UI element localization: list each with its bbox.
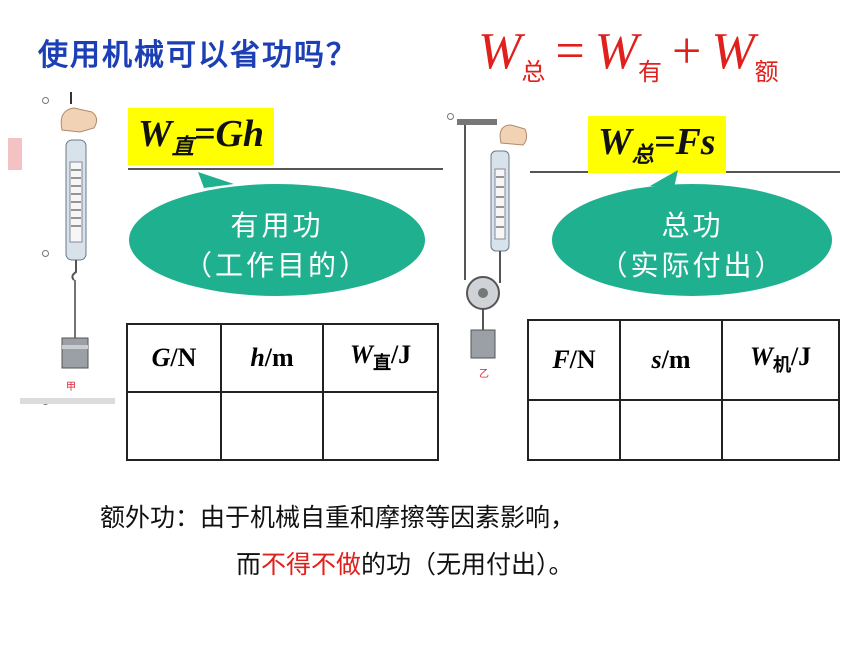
table-row <box>126 391 439 461</box>
header-cell-w-direct: W直/J <box>322 323 439 393</box>
bullet-dot <box>447 113 454 120</box>
table-cell[interactable] <box>126 391 222 461</box>
table-cell[interactable] <box>527 399 621 461</box>
extra-work-definition: 额外功：由于机械自重和摩擦等因素影响， <box>100 503 576 532</box>
header-cell-h: h/m <box>220 323 324 393</box>
header-cell-w-machine: W机/J <box>721 319 840 401</box>
useful-work-bubble <box>129 172 425 296</box>
machine-work-table: F/N s/m W机/J <box>527 319 840 461</box>
table-cell[interactable] <box>721 399 840 461</box>
extra-work-explanation: 而不得不做的功（无用付出）。 <box>236 550 574 579</box>
table-cell[interactable] <box>322 391 439 461</box>
header-cell-s: s/m <box>619 319 723 401</box>
pulley-illustration: 乙 <box>457 119 528 380</box>
spring-scale-illustration: 甲 <box>60 107 98 393</box>
formula-w-extra: W额 <box>711 23 779 86</box>
formula-w-total: W总 <box>478 23 546 86</box>
divider-line-left <box>128 168 443 170</box>
emphasis-text: 不得不做 <box>261 550 362 579</box>
table-cell[interactable] <box>220 391 324 461</box>
bullet-dot <box>42 250 49 257</box>
table-cell[interactable] <box>619 399 723 461</box>
work-formula: W总=W有+W额 <box>478 22 779 87</box>
decor-bar <box>8 138 22 170</box>
table-header-row: F/N s/m W机/J <box>527 319 840 401</box>
bullet-dot <box>42 97 49 104</box>
caption-yi: 乙 <box>479 368 489 380</box>
direct-work-box: W直=Gh <box>128 108 275 165</box>
total-work-bubble <box>552 170 832 296</box>
tick-mark <box>70 92 72 104</box>
slide-title: 使用机械可以省功吗？ <box>38 38 358 73</box>
useful-work-label: 有用功 （工作目的） <box>183 209 370 282</box>
total-work-label: 总功 （实际付出） <box>599 209 786 282</box>
table-header-row: G/N h/m W直/J <box>126 323 439 393</box>
formula-w-useful: W有 <box>594 23 662 86</box>
header-cell-g: G/N <box>126 323 222 393</box>
formula-plus: + <box>671 23 702 80</box>
decor-shadow <box>20 398 115 404</box>
total-work-box: W总=Fs <box>588 116 726 173</box>
direct-lift-table: G/N h/m W直/J <box>126 323 439 461</box>
formula-equals: = <box>555 23 585 80</box>
header-cell-f: F/N <box>527 319 621 401</box>
caption-jia: 甲 <box>66 382 76 393</box>
table-row <box>527 399 840 461</box>
